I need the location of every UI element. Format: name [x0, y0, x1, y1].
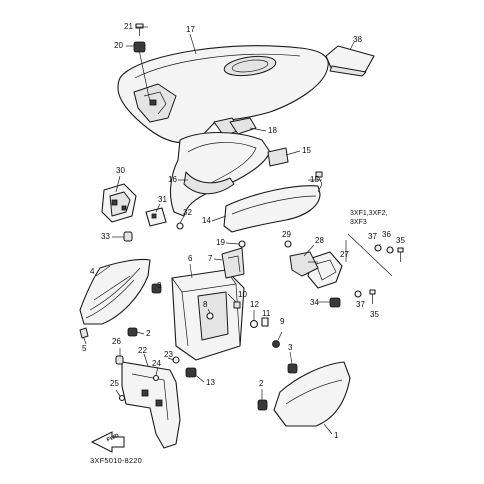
fwd-arrow-icon	[90, 431, 125, 453]
callout-2b: 2	[259, 379, 264, 388]
callout-26: 26	[112, 337, 121, 346]
bolt-8-part	[206, 312, 214, 320]
clip-7-part	[221, 247, 245, 279]
callout-17: 17	[186, 25, 195, 34]
washer-36-part	[386, 246, 394, 254]
variant-legend-line-2: 3XF3	[350, 218, 367, 226]
callout-23: 23	[164, 350, 173, 359]
bracket-30-part	[101, 183, 137, 223]
screw-37b-part	[354, 290, 362, 298]
bolt-35b-part	[369, 289, 376, 304]
callout-15b: 15	[310, 175, 319, 184]
collar-2b-part	[257, 399, 268, 411]
screw-25-part	[118, 394, 126, 402]
callout-34: 34	[310, 298, 319, 307]
screw-5-part	[79, 327, 89, 339]
grommet-3a-part	[151, 283, 162, 294]
tank-cover-part	[117, 45, 329, 144]
bolt-29-part	[284, 240, 292, 248]
collar-2a-part	[127, 327, 138, 337]
callout-11: 11	[262, 309, 271, 318]
callout-22: 22	[138, 346, 147, 355]
damper-33-part	[123, 231, 133, 242]
screw-37a-part	[374, 244, 382, 252]
callout-3a: 3	[157, 281, 162, 290]
side-cover-4-part	[79, 258, 151, 325]
plate-31-part	[145, 207, 167, 227]
clip-15b-part	[315, 171, 323, 193]
cover-27-part	[307, 251, 343, 289]
callout-15a: 15	[302, 146, 311, 155]
callout-33: 33	[101, 232, 110, 241]
callout-19: 19	[216, 238, 225, 247]
callout-12: 12	[250, 300, 259, 309]
callout-20: 20	[114, 41, 123, 50]
callout-38: 38	[353, 35, 362, 44]
bolt-9-part	[272, 340, 280, 348]
callout-4: 4	[90, 267, 95, 276]
callout-16: 16	[168, 175, 177, 184]
callout-2a: 2	[146, 329, 151, 338]
callout-31: 31	[158, 195, 167, 204]
callout-36: 36	[382, 230, 391, 239]
nut-10-part	[233, 301, 241, 309]
grommet-20-part	[133, 41, 146, 53]
bracket-22-part	[121, 361, 181, 449]
bolt-35a-part	[397, 247, 404, 262]
callout-37b: 37	[356, 300, 365, 309]
callout-21: 21	[124, 22, 133, 31]
callout-37a: 37	[368, 232, 377, 241]
callout-27: 27	[340, 250, 349, 259]
callout-35a: 35	[396, 236, 405, 245]
screw-32-part	[176, 222, 184, 230]
grommet-26-part	[115, 355, 124, 365]
callout-14: 14	[202, 216, 211, 225]
callout-6: 6	[188, 254, 193, 263]
bolt-24-part	[152, 374, 160, 382]
inner-panel-16-part	[169, 131, 271, 217]
damper-34-part	[329, 297, 341, 308]
callout-28: 28	[315, 236, 324, 245]
callout-3b: 3	[288, 343, 293, 352]
damper-3b-part	[185, 367, 197, 378]
variant-legend-line-1: 3XF1,3XF2,	[350, 210, 388, 217]
callout-1: 1	[334, 431, 339, 440]
callout-32: 32	[183, 208, 192, 217]
callout-5: 5	[82, 344, 87, 353]
leader-lines	[83, 26, 381, 435]
callout-10: 10	[238, 290, 247, 299]
callout-18: 18	[268, 126, 277, 135]
callout-30: 30	[116, 166, 125, 175]
callout-24: 24	[152, 359, 161, 368]
grommet-3c-part	[287, 363, 298, 374]
callout-8: 8	[203, 300, 208, 309]
callout-29: 29	[282, 230, 291, 239]
panel-38-part	[325, 45, 375, 77]
spacer-11-part	[261, 317, 269, 327]
variant-legend: 3XF1,3XF2, 3XF3	[350, 210, 387, 228]
bracket-18-part	[229, 117, 257, 135]
callout-7: 7	[208, 254, 213, 263]
callout-9: 9	[280, 317, 285, 326]
washer-12-part	[249, 319, 259, 329]
callout-13: 13	[206, 378, 215, 387]
clip-15a-part	[267, 147, 289, 167]
side-cover-14-part	[223, 185, 321, 233]
side-cover-1-part	[273, 361, 351, 427]
callout-35b: 35	[370, 310, 379, 319]
callout-25: 25	[110, 379, 119, 388]
bolt-21-part	[135, 23, 144, 36]
diagram-code: 3XF5010-8220	[90, 456, 143, 465]
